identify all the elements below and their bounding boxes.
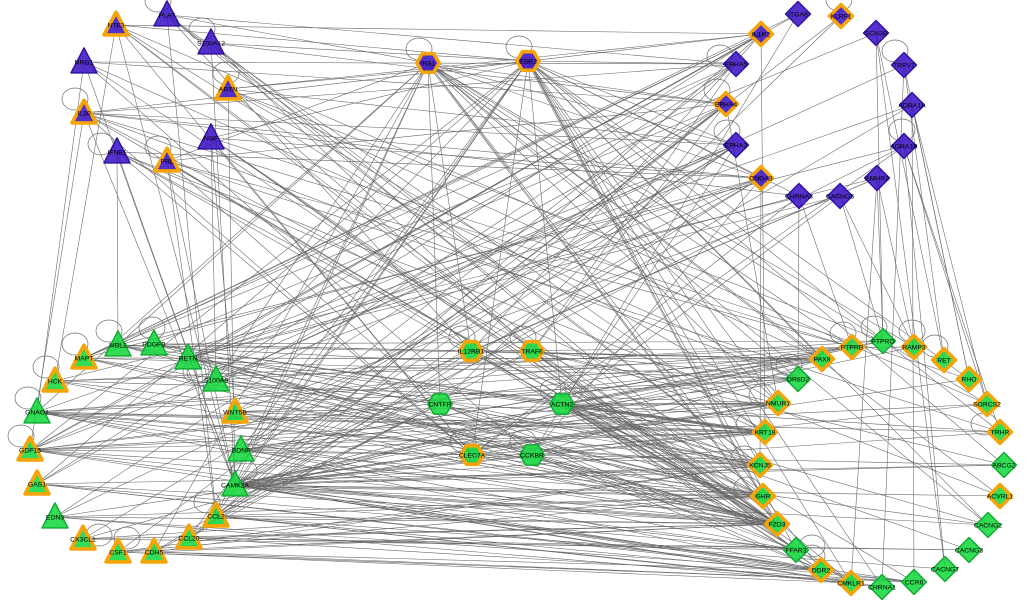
svg-text:CHRNA3: CHRNA3 [785, 194, 813, 201]
svg-text:TRPV1: TRPV1 [893, 63, 915, 70]
svg-text:PDGFB: PDGFB [142, 342, 166, 349]
svg-text:IRS1: IRS1 [420, 61, 435, 68]
svg-text:GAS1: GAS1 [28, 482, 46, 489]
svg-text:MBL2: MBL2 [109, 343, 127, 350]
svg-text:S100A12: S100A12 [197, 41, 225, 48]
svg-text:ABCG2: ABCG2 [992, 463, 1015, 470]
svg-text:PLAT: PLAT [159, 13, 176, 20]
svg-text:OR8D2: OR8D2 [787, 377, 810, 384]
svg-text:ADRA1B: ADRA1B [890, 144, 918, 151]
svg-text:S100A9: S100A9 [204, 378, 228, 385]
svg-text:KRT18: KRT18 [754, 430, 775, 437]
svg-text:GNAO1: GNAO1 [25, 410, 49, 417]
svg-text:CCL20: CCL20 [178, 536, 199, 543]
svg-text:FZD3: FZD3 [769, 522, 786, 529]
svg-text:FFAR3: FFAR3 [785, 548, 806, 555]
svg-text:PTPRB: PTPRB [841, 345, 864, 352]
svg-text:IFNB1: IFNB1 [107, 150, 126, 157]
svg-text:CNTFR: CNTFR [428, 402, 451, 409]
svg-text:PRL: PRL [160, 159, 173, 166]
svg-text:AMHR2: AMHR2 [865, 176, 889, 183]
svg-text:RHO: RHO [961, 377, 976, 384]
svg-text:ARTN: ARTN [219, 87, 237, 94]
svg-text:CX3CL1: CX3CL1 [70, 537, 96, 544]
svg-text:EPHA5: EPHA5 [725, 62, 748, 69]
svg-text:IL1R2: IL1R2 [752, 32, 770, 39]
svg-text:CNGA3: CNGA3 [749, 176, 773, 183]
svg-text:TRAF6: TRAF6 [521, 349, 543, 356]
svg-text:NTF3: NTF3 [108, 23, 125, 30]
svg-text:SORCS2: SORCS2 [973, 402, 1001, 409]
svg-text:IL12RB1: IL12RB1 [458, 349, 485, 356]
svg-text:KCNJ5: KCNJ5 [749, 463, 771, 470]
svg-text:EPHA4: EPHA4 [715, 102, 738, 109]
svg-text:PAX8: PAX8 [814, 357, 831, 364]
svg-text:ACVRL1: ACVRL1 [987, 494, 1014, 501]
svg-text:SCN3B: SCN3B [865, 31, 888, 38]
svg-text:RET: RET [937, 358, 951, 365]
svg-text:CACNG7: CACNG7 [931, 567, 960, 574]
svg-text:GDF15: GDF15 [19, 448, 41, 455]
svg-text:CMKLR1: CMKLR1 [837, 581, 865, 588]
svg-text:NGF: NGF [204, 136, 218, 143]
svg-text:CACNG3: CACNG3 [955, 548, 984, 555]
svg-text:WNT5B: WNT5B [223, 410, 247, 417]
svg-text:EPHA3: EPHA3 [725, 143, 748, 150]
svg-text:GHR: GHR [755, 494, 770, 501]
svg-text:BDNF: BDNF [232, 448, 251, 455]
svg-text:MAPT: MAPT [75, 356, 94, 363]
svg-text:KLRF1: KLRF1 [830, 14, 851, 21]
svg-text:CHRNA1: CHRNA1 [868, 585, 896, 592]
svg-text:CACNG2: CACNG2 [974, 523, 1003, 530]
svg-text:CACNG5: CACNG5 [826, 194, 855, 201]
svg-text:NRG1: NRG1 [75, 60, 94, 67]
svg-text:IL20: IL20 [77, 111, 90, 118]
svg-text:RETN: RETN [179, 356, 198, 363]
svg-text:CSF1: CSF1 [109, 550, 127, 557]
svg-text:NMUR1: NMUR1 [766, 401, 790, 408]
svg-text:CCKBR: CCKBR [520, 453, 544, 460]
svg-text:CCL2: CCL2 [207, 514, 225, 521]
svg-text:HCK: HCK [48, 379, 63, 386]
svg-text:CLEC7A: CLEC7A [459, 453, 486, 460]
svg-text:CAMK2A: CAMK2A [221, 483, 249, 490]
svg-text:ITGA8: ITGA8 [788, 12, 808, 19]
svg-text:EDN3: EDN3 [46, 515, 64, 522]
svg-text:CCR6: CCR6 [905, 580, 924, 587]
svg-text:ESR2: ESR2 [519, 59, 537, 66]
svg-text:CDH5: CDH5 [145, 550, 164, 557]
svg-text:TRHR: TRHR [991, 430, 1010, 437]
svg-text:RAMP3: RAMP3 [902, 345, 926, 352]
svg-text:PTPRO: PTPRO [871, 339, 894, 346]
svg-text:DDR2: DDR2 [812, 568, 831, 575]
svg-text:ADRA1A: ADRA1A [898, 103, 926, 110]
svg-text:ACTN2: ACTN2 [551, 402, 574, 409]
